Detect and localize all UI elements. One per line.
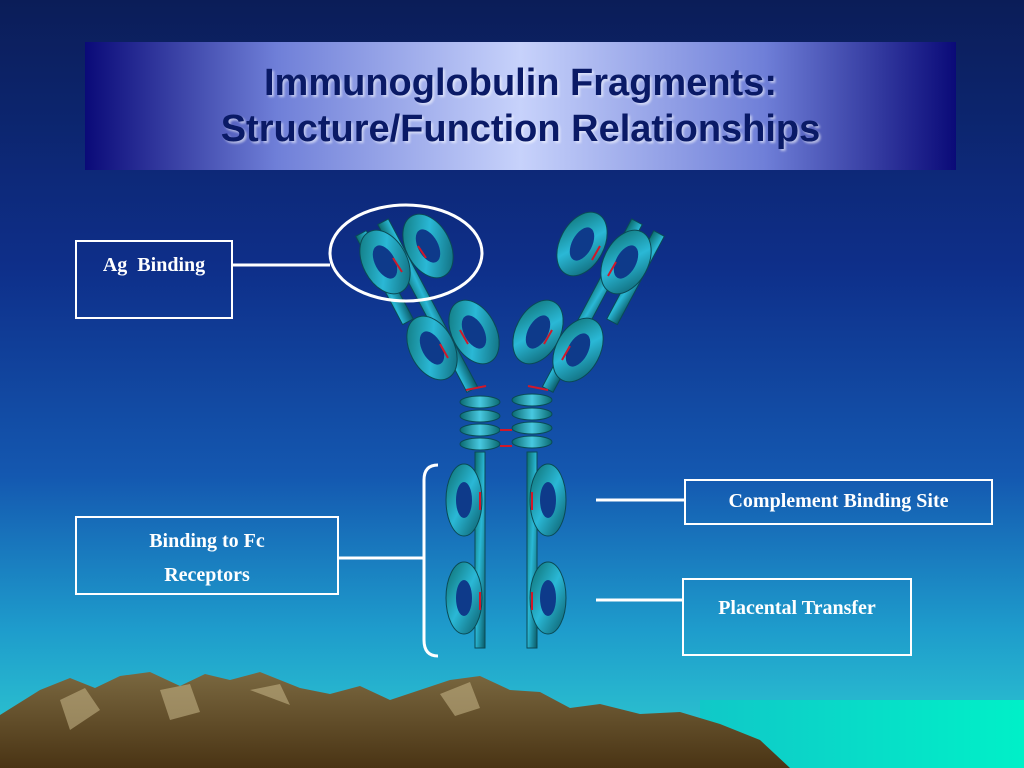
mountain-range [0,672,790,768]
title-banner: Immunoglobulin Fragments: Structure/Func… [85,42,956,170]
antibody-diagram [355,211,665,649]
complement-binding-label: Complement Binding Site [728,490,949,512]
antigen-binding-highlight [328,203,484,303]
placental-transfer-box: Placental Transfer [682,578,912,656]
fc-receptors-label-line-2: Receptors [164,564,250,586]
fc-bracket [422,463,439,658]
placental-transfer-label: Placental Transfer [718,597,876,619]
fc-receptors-label-line-1: Binding to Fc [149,530,265,552]
fc-receptors-box: Binding to Fc Receptors [75,516,339,595]
slide-title-line-1: Immunoglobulin Fragments: [264,62,777,104]
slide-title-line-2: Structure/Function Relationships [220,108,821,150]
ag-binding-box: Ag Binding [75,240,233,319]
ag-binding-label: Ag Binding [102,254,206,276]
complement-binding-box: Complement Binding Site [684,479,993,525]
